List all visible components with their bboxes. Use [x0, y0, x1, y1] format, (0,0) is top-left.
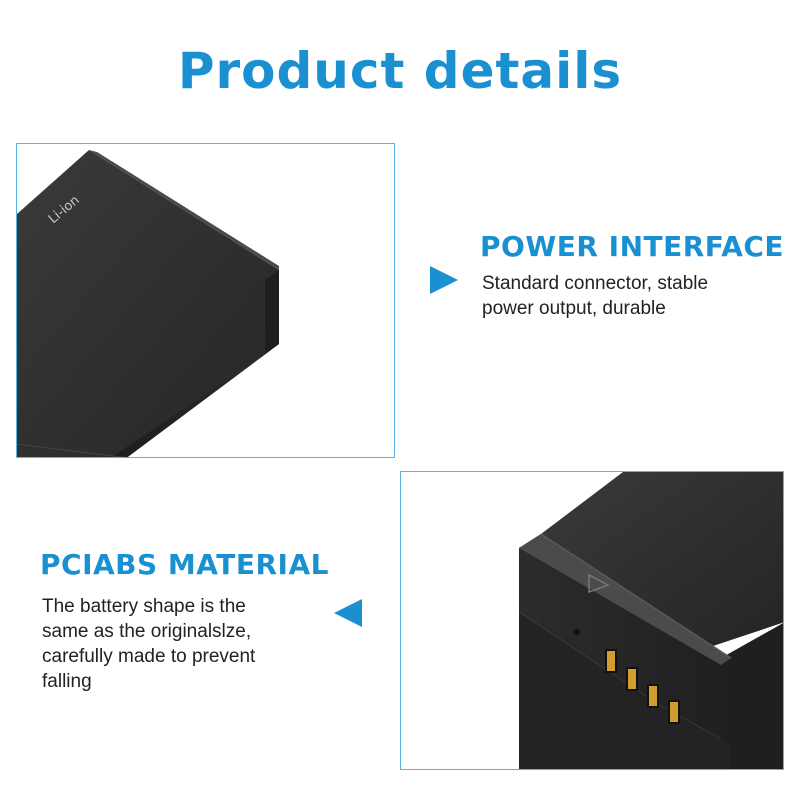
material-heading: PCIABS MATERIAL	[40, 548, 329, 581]
power-interface-line: Standard connector, stable	[482, 273, 709, 294]
battery-connector-illustration	[519, 472, 783, 769]
triangle-left-icon	[334, 599, 362, 627]
triangle-right-icon	[430, 266, 458, 294]
battery-top-illustration: Li-ion	[17, 150, 279, 457]
power-interface-description: Standard connector, stable power output,…	[482, 271, 708, 321]
material-line: carefully made to prevent	[42, 646, 256, 667]
material-line: same as the originalslze,	[42, 621, 252, 642]
power-interface-heading: POWER INTERFACE	[480, 230, 785, 263]
material-line: falling	[42, 671, 92, 692]
material-description: The battery shape is the same as the ori…	[42, 594, 255, 694]
material-line: The battery shape is the	[42, 596, 246, 617]
page-title: Product details	[177, 42, 623, 100]
battery-connector-photo	[400, 471, 784, 770]
battery-top-photo: Li-ion	[16, 143, 395, 458]
power-interface-line: power output, durable	[482, 298, 666, 319]
